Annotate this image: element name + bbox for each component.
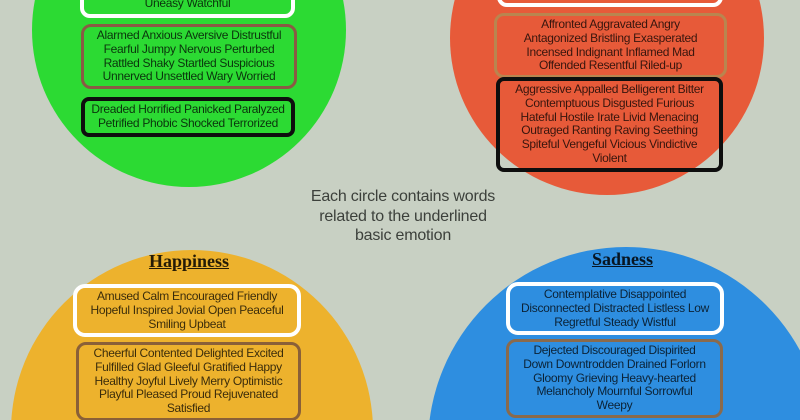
sadness-moderate-words-box: Dejected Discouraged Dispirited Down Dow…	[506, 339, 723, 418]
happiness-mild-words-box: Amused Calm Encouraged Friendly Hopeful …	[73, 284, 301, 338]
fear-intense-words-box: Dreaded Horrified Panicked Paralyzed Pet…	[81, 97, 295, 137]
anger-intense-words-box: Aggressive Appalled Belligerent Bitter C…	[496, 77, 723, 172]
fear-mild-words-box: Uneasy Watchful	[80, 0, 295, 18]
anger-moderate-words-box: Affronted Aggravated Angry Antagonized B…	[494, 13, 727, 79]
happiness-heading: Happiness	[148, 251, 230, 271]
fear-moderate-words-box: Alarmed Anxious Aversive Distrustful Fea…	[81, 24, 297, 90]
sadness-mild-words-box: Contemplative Disappointed Disconnected …	[506, 282, 724, 336]
sadness-heading: Sadness	[591, 249, 654, 269]
fear-mild-words: Uneasy Watchful	[144, 0, 231, 11]
happiness-moderate-words-box: Cheerful Contented Delighted Excited Ful…	[76, 342, 301, 420]
center-caption: Each circle contains words related to th…	[310, 188, 496, 244]
anger-mild-words-box	[497, 0, 723, 7]
